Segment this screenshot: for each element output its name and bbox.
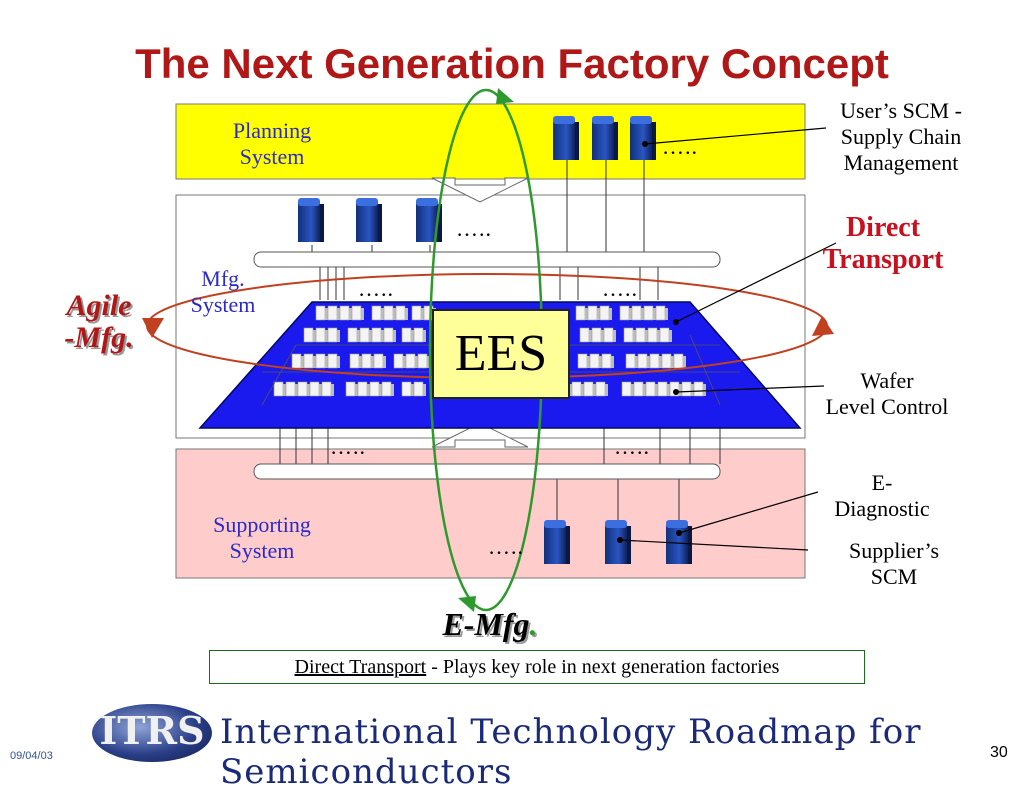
e-mfg-dot: . <box>529 606 538 642</box>
ees-box: EES <box>432 309 570 399</box>
users-scm-label: User’s SCM - Supply Chain Management <box>840 98 962 175</box>
caption-box: Direct Transport - Plays key role in nex… <box>209 650 865 684</box>
mfg-servers-ellipsis: ….. <box>456 216 492 241</box>
footer-brand: International Technology Roadmap for Sem… <box>220 712 922 792</box>
lower-right-ellipsis: ….. <box>614 434 650 459</box>
itrs-logo-globe <box>92 704 212 762</box>
direct-transport-label: Direct Transport <box>822 212 944 275</box>
supporting-ellipsis: ….. <box>488 534 524 559</box>
agile-arrow-left <box>142 318 164 338</box>
factory-diagram <box>142 88 837 612</box>
supporting-system-label: Supporting System <box>213 512 311 563</box>
e-mfg-arrow-top <box>496 88 514 104</box>
lower-left-ellipsis: ….. <box>330 434 366 459</box>
e-diagnostic-label: E- Diagnostic <box>834 470 930 521</box>
mfg-left-ellipsis: ….. <box>358 276 394 301</box>
page-number: 30 <box>990 744 1008 761</box>
planning-servers <box>553 116 656 160</box>
slide-title: The Next Generation Factory Concept <box>135 40 889 87</box>
e-mfg-arrow-bottom <box>458 596 476 612</box>
e-mfg-label: E-Mfg. <box>420 606 560 643</box>
agile-arrow-right <box>812 316 834 336</box>
wafer-level-control-label: Wafer Level Control <box>825 368 949 419</box>
callout-lines <box>619 127 837 551</box>
agile-mfg-label: Agile -Mfg. <box>64 289 134 354</box>
planning-ellipsis: ….. <box>662 134 698 159</box>
planning-system-label: Planning System <box>232 118 312 169</box>
planning-system-box <box>175 103 806 180</box>
mfg-servers <box>298 198 442 242</box>
lower-bus <box>253 463 721 480</box>
e-mfg-text: E-Mfg <box>442 606 530 642</box>
footer-date: 09/04/03 <box>10 750 53 762</box>
suppliers-scm-label: Supplier’s SCM <box>848 538 940 589</box>
caption-direct-transport-link: Direct Transport <box>294 656 427 678</box>
caption-text: - Plays key role in next generation fact… <box>426 656 780 678</box>
upper-bus <box>253 251 721 268</box>
planning-to-mfg-arrow <box>431 177 529 203</box>
itrs-logo-text: ITRS <box>99 708 205 753</box>
mfg-system-label: Mfg. System <box>190 266 256 317</box>
mfg-right-ellipsis: ….. <box>602 276 638 301</box>
support-to-mfg-arrow <box>431 422 529 448</box>
